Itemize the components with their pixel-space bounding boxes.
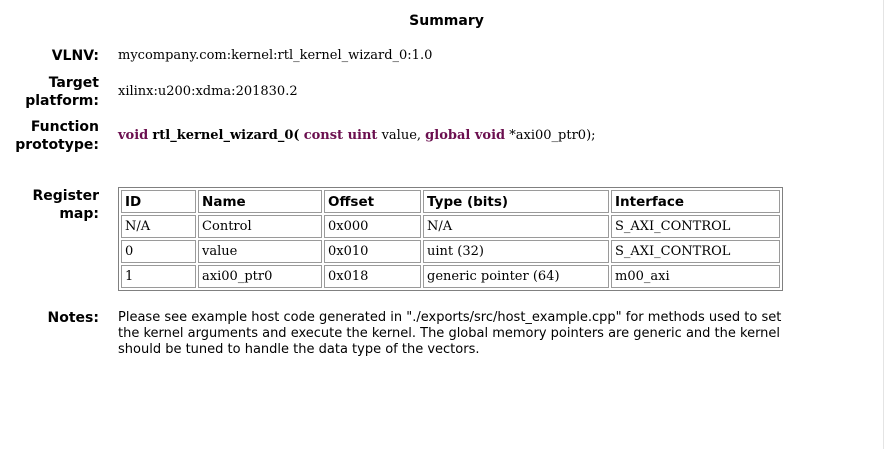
cell-type: uint (32): [423, 240, 609, 263]
notes-text: Please see example host code generated i…: [118, 310, 782, 357]
vlnv-label: VLNV:: [51, 48, 99, 64]
arg1-name: value,: [377, 128, 422, 143]
cell-id: 0: [121, 240, 197, 263]
return-type: void: [118, 128, 149, 143]
column-header-interface: Interface: [611, 190, 780, 213]
table-row: 0 value 0x010 uint (32) S_AXI_CONTROL: [121, 240, 780, 263]
cell-id: N/A: [121, 215, 197, 238]
table-header-row: ID Name Offset Type (bits) Interface: [121, 190, 780, 213]
target-label-line1: Target: [48, 75, 99, 91]
cell-interface: m00_axi: [611, 265, 780, 288]
target-platform-value: xilinx:u200:xdma:201830.2: [118, 84, 298, 99]
register-map-table: ID Name Offset Type (bits) Interface N/A…: [118, 187, 783, 291]
cell-name: value: [198, 240, 323, 263]
table-row: 1 axi00_ptr0 0x018 generic pointer (64) …: [121, 265, 780, 288]
cell-offset: 0x000: [324, 215, 422, 238]
cell-interface: S_AXI_CONTROL: [611, 215, 780, 238]
function-label-line2: prototype:: [15, 137, 99, 153]
function-prototype-label: Function prototype:: [15, 118, 99, 154]
register-map-label: Register map:: [32, 187, 99, 223]
vlnv-value: mycompany.com:kernel:rtl_kernel_wizard_0…: [118, 48, 433, 63]
function-name: rtl_kernel_wizard_0(: [152, 128, 300, 143]
cell-offset: 0x018: [324, 265, 422, 288]
cell-offset: 0x010: [324, 240, 422, 263]
cell-name: Control: [198, 215, 323, 238]
function-prototype-value: void rtl_kernel_wizard_0( const uint val…: [118, 127, 596, 145]
register-label-line1: Register: [32, 188, 99, 204]
column-header-name: Name: [198, 190, 323, 213]
cell-name: axi00_ptr0: [198, 265, 323, 288]
cell-type: N/A: [423, 215, 609, 238]
arg1-qualifiers: const uint: [303, 128, 378, 143]
arg2-name: *axi00_ptr0);: [509, 128, 596, 143]
cell-interface: S_AXI_CONTROL: [611, 240, 780, 263]
column-header-id: ID: [121, 190, 197, 213]
table-row: N/A Control 0x000 N/A S_AXI_CONTROL: [121, 215, 780, 238]
arg2-qualifiers: global void: [425, 128, 506, 143]
target-label-line2: platform:: [25, 93, 99, 109]
column-header-offset: Offset: [324, 190, 422, 213]
notes-label: Notes:: [47, 310, 99, 326]
page-title: Summary: [409, 13, 484, 29]
cell-id: 1: [121, 265, 197, 288]
target-platform-label: Target platform:: [25, 74, 99, 110]
column-header-type: Type (bits): [423, 190, 609, 213]
function-label-line1: Function: [30, 119, 99, 135]
register-label-line2: map:: [59, 206, 99, 222]
cell-type: generic pointer (64): [423, 265, 609, 288]
